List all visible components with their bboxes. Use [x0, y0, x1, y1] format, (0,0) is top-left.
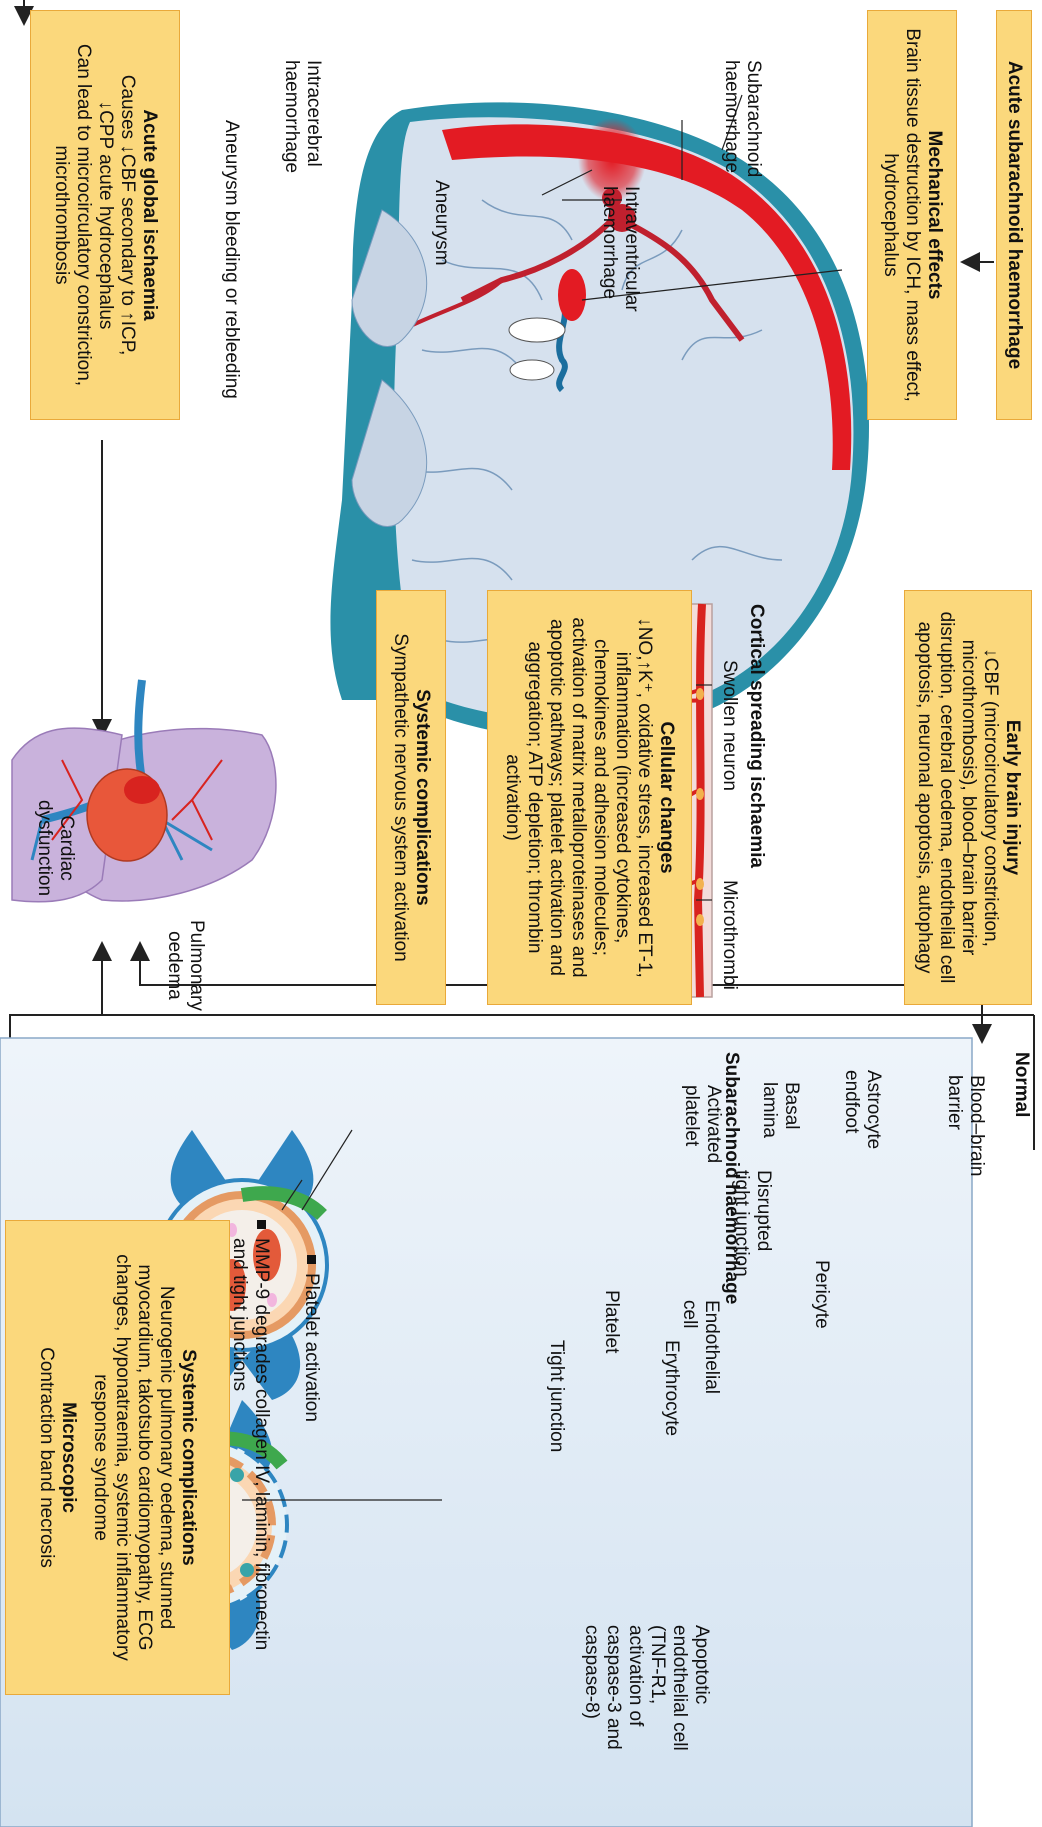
cellular-text: ↓NO,↑K⁺, oxidative stress, increased ET-…: [502, 603, 656, 992]
label-tight-junction: Tight junction: [545, 1340, 567, 1452]
label-erythrocyte: Erythrocyte: [660, 1340, 682, 1436]
label-pulmonary-oedema: Pulmonary oedema: [163, 920, 207, 1011]
systemic-complications-left-box: Systemic complications Sympathetic nervo…: [376, 590, 446, 1005]
label-cardiac-dysfunction: Cardiac dysfunction: [33, 800, 77, 896]
label-platelet: Platelet: [600, 1290, 622, 1353]
ischaemia-line-1: Causes ↓CBF secondary to ↑ICP,: [116, 23, 138, 407]
acute-sah-box: Acute subarachnoid haemorrhage: [996, 10, 1032, 420]
label-endothelial-cell: Endothelial cell: [678, 1300, 722, 1394]
label-apoptotic-endothelial: Apoptotic endothelial cell (TNF-R1, acti…: [580, 1625, 712, 1751]
label-intraventricular: Intraventricular haemorrhage: [598, 186, 642, 312]
label-swollen-neuron: Swollen neuron: [718, 660, 740, 791]
microscopic-text: Contraction band necrosis: [36, 1233, 58, 1682]
cellular-changes-box: Cellular changes ↓NO,↑K⁺, oxidative stre…: [487, 590, 692, 1005]
label-subarachnoid: Subarachnoid haemorrhage: [720, 60, 764, 177]
mechanical-title: Mechanical effects: [923, 23, 945, 407]
systemic-right-title: Systemic complications: [178, 1233, 200, 1682]
intraventricular-blood: [558, 269, 586, 321]
bullet-mmp9: MMP-9 degrades collagen IV, laminin, fib…: [228, 1220, 272, 1650]
label-pericyte: Pericyte: [810, 1260, 832, 1329]
ischaemia-line-3: Can lead to microcirculatory constrictio…: [50, 23, 94, 407]
bbb-normal-title: Normal: [1010, 1052, 1032, 1117]
mechanical-text: Brain tissue destruction by ICH, mass ef…: [879, 23, 923, 407]
early-brain-injury-box: Early brain injury ↓CBF (microcirculator…: [904, 590, 1032, 1005]
cellular-title: Cellular changes: [656, 603, 678, 992]
systemic-complications-right-box: Systemic complications Neurogenic pulmon…: [5, 1220, 230, 1695]
global-ischaemia-box: Acute global ischaemia Causes ↓CBF secon…: [30, 10, 180, 420]
label-intracerebral: Intracerebral haemorrhage: [280, 60, 324, 173]
bullet-platelet-activation: Platelet activation: [300, 1255, 322, 1422]
label-astrocyte-endfoot: Astrocyte endfoot: [840, 1070, 884, 1149]
label-disrupted-tight-junction: Disrupted tight junction: [730, 1170, 774, 1277]
label-microthrombi: Microthrombi: [718, 880, 740, 990]
label-activated-platelet: Activated platelet: [680, 1085, 724, 1163]
label-basal-lamina: Basal lamina: [758, 1082, 802, 1138]
ebi-text: ↓CBF (microcirculatory constriction, mic…: [913, 603, 1001, 992]
ischaemia-line-2: ↓CPP acute hydrocephalus: [94, 23, 116, 407]
cortical-title: Cortical spreading ischaemia: [745, 604, 767, 868]
ebi-title: Early brain injury: [1001, 603, 1023, 992]
label-aneurysm: Aneurysm: [430, 180, 452, 266]
mechanical-effects-box: Mechanical effects Brain tissue destruct…: [867, 10, 957, 420]
label-bbb: Blood–brain barrier: [943, 1075, 987, 1176]
acute-sah-label: Acute subarachnoid haemorrhage: [1003, 23, 1025, 407]
microscopic-title: Microscopic: [58, 1233, 80, 1682]
systemic-right-text: Neurogenic pulmonary oedema, stunned myo…: [90, 1233, 178, 1682]
label-rebleeding: Aneurysm bleeding or rebleeding: [220, 120, 242, 399]
ischaemia-title: Acute global ischaemia: [138, 23, 160, 407]
systemic-left-title: Systemic complications: [411, 603, 433, 992]
systemic-left-text: Sympathetic nervous system activation: [389, 603, 411, 992]
